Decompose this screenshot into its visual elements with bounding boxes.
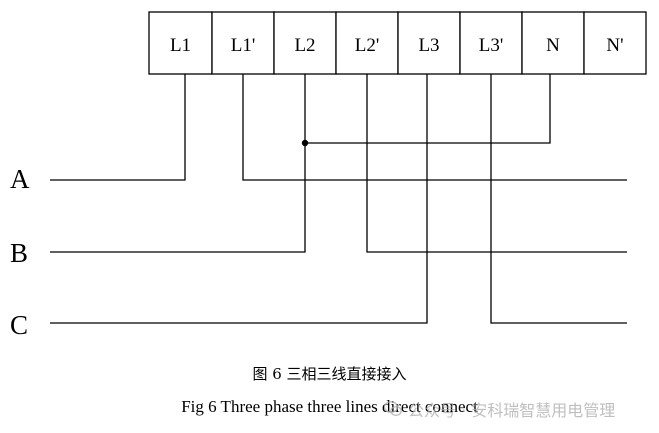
wire-neutral	[305, 74, 551, 144]
terminal-l1-prime: L1'	[211, 11, 275, 75]
watermark-text: 公众号 · 安科瑞智慧用电管理	[408, 401, 616, 420]
wire-phase-a-out	[242, 74, 627, 181]
wire-phase-a-in	[50, 74, 186, 181]
terminal-label: L3'	[479, 35, 504, 56]
phase-label-b: B	[10, 238, 28, 268]
phase-label-a: A	[10, 164, 30, 194]
terminal-label: N'	[606, 35, 623, 56]
terminal-label: L2'	[355, 35, 380, 56]
wire-phase-c-in	[50, 74, 428, 324]
terminal-n: N	[521, 11, 585, 75]
terminal-label: L2	[294, 35, 315, 56]
terminal-l2-prime: L2'	[335, 11, 399, 75]
wire-phase-c-out	[490, 74, 627, 324]
figure-caption-en: Fig 6 Three phase three lines direct con…	[181, 397, 478, 416]
terminal-l1: L1	[148, 11, 213, 75]
wechat-icon	[384, 401, 402, 417]
terminal-label: L1'	[231, 35, 256, 56]
phase-label-c: C	[10, 310, 28, 340]
terminal-l3-prime: L3'	[459, 11, 523, 75]
watermark: 公众号 · 安科瑞智慧用电管理	[384, 397, 615, 421]
terminal-label: L3	[418, 35, 439, 56]
terminal-l3: L3	[397, 11, 461, 75]
terminal-label: L1	[170, 35, 191, 56]
terminal-l2: L2	[273, 11, 337, 75]
wire-phase-b-out	[366, 74, 627, 253]
wire-phase-b-in	[50, 74, 306, 253]
terminal-block: L1 L1' L2 L2' L3 L3' N N'	[148, 11, 647, 75]
terminal-label: N	[546, 35, 560, 56]
terminal-n-prime: N'	[583, 11, 647, 75]
junction-dot	[301, 139, 309, 147]
figure-caption-cn: 图 6 三相三线直接接入	[252, 365, 407, 383]
